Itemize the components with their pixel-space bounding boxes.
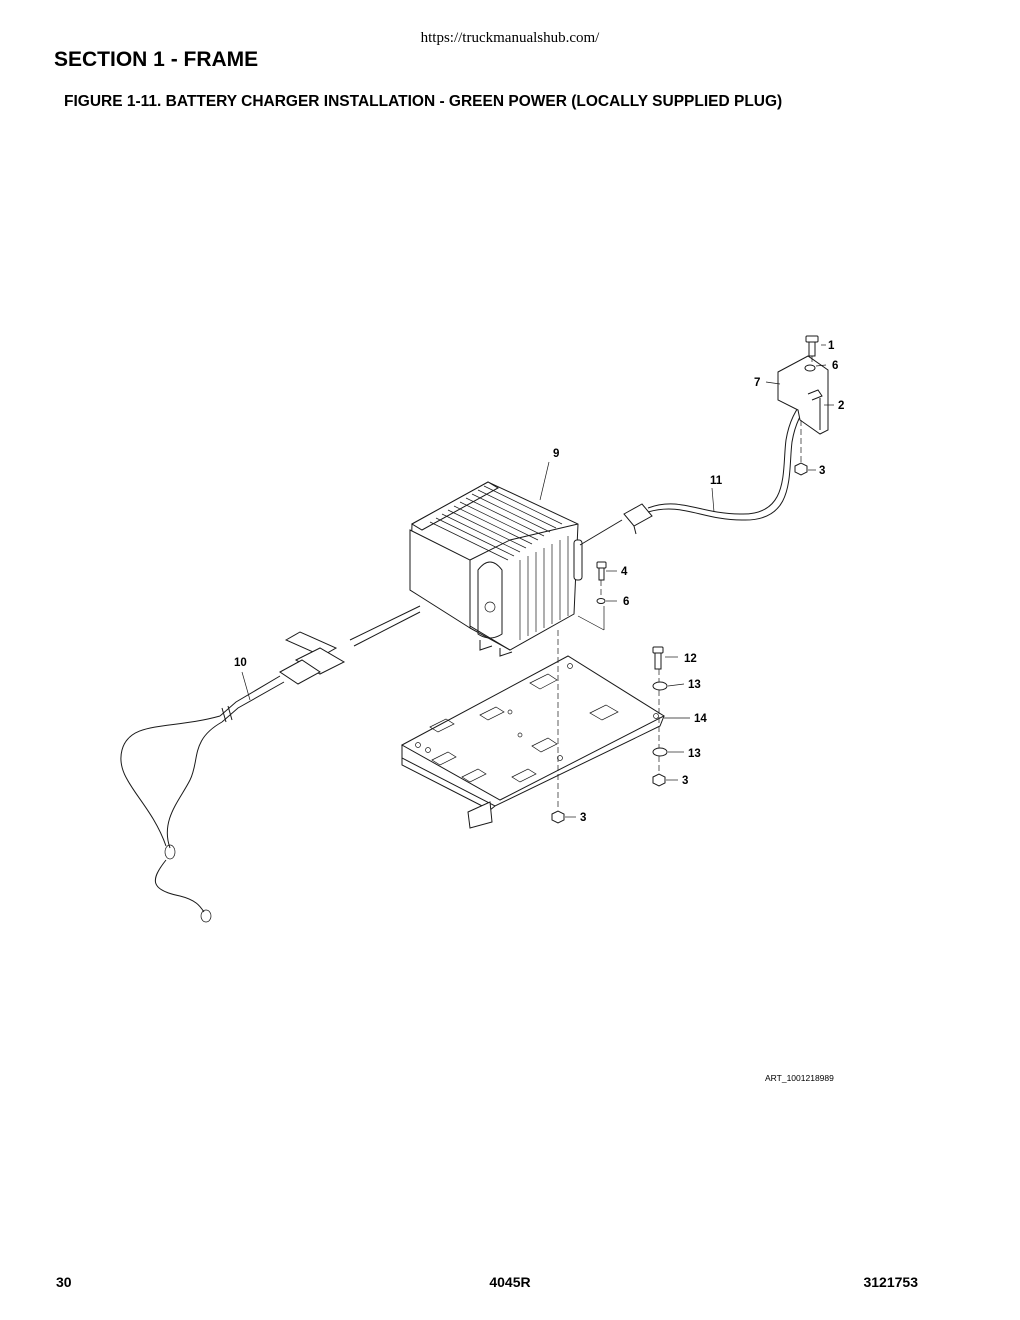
battery-charger bbox=[409, 481, 583, 657]
figure-title: FIGURE 1-11. BATTERY CHARGER INSTALLATIO… bbox=[64, 93, 783, 110]
bolt-4 bbox=[596, 561, 607, 581]
section-title: SECTION 1 - FRAME bbox=[54, 48, 259, 71]
washer-6-top bbox=[804, 364, 816, 372]
page-number: 30 bbox=[56, 1274, 72, 1290]
callout-13-top: 13 bbox=[688, 679, 701, 691]
ac-cable-and-plug bbox=[579, 397, 813, 546]
charger-harness bbox=[120, 605, 421, 923]
callout-9: 9 bbox=[553, 448, 559, 460]
art-number: ART_1001218989 bbox=[765, 1073, 834, 1083]
callout-6-top: 6 bbox=[832, 360, 838, 372]
callout-3-right: 3 bbox=[682, 775, 688, 787]
callout-2: 2 bbox=[838, 400, 844, 412]
callout-12: 12 bbox=[684, 653, 697, 665]
source-url[interactable]: https://truckmanualshub.com/ bbox=[420, 30, 600, 46]
bolt-1 bbox=[805, 335, 819, 357]
callout-4: 4 bbox=[621, 566, 628, 578]
callout-6-mid: 6 bbox=[623, 596, 629, 608]
washer-13-bottom bbox=[652, 747, 668, 757]
washer-13-top bbox=[652, 681, 668, 691]
callout-3-bottom: 3 bbox=[580, 812, 586, 824]
mounting-bracket bbox=[777, 355, 829, 435]
callout-1: 1 bbox=[828, 340, 835, 352]
nut-3-bottom bbox=[551, 810, 565, 824]
mounting-plate bbox=[400, 655, 666, 829]
document-number: 3121753 bbox=[863, 1274, 918, 1290]
nut-3-top bbox=[794, 462, 808, 476]
leader-lines bbox=[241, 344, 834, 818]
model-name: 4045R bbox=[489, 1274, 531, 1290]
bolt-12 bbox=[652, 646, 664, 670]
washer-6-mid bbox=[596, 598, 606, 604]
callout-13-bottom: 13 bbox=[688, 748, 701, 760]
callout-3-top: 3 bbox=[819, 465, 825, 477]
nut-3-right bbox=[652, 773, 666, 787]
callout-14: 14 bbox=[694, 713, 707, 725]
callout-numbers: 1 6 7 2 3 9 11 4 6 12 10 13 14 13 3 3 bbox=[234, 340, 844, 824]
cooling-fins bbox=[429, 485, 569, 640]
callout-10: 10 bbox=[234, 657, 247, 669]
callout-7: 7 bbox=[754, 377, 760, 389]
callout-11: 11 bbox=[710, 475, 723, 487]
